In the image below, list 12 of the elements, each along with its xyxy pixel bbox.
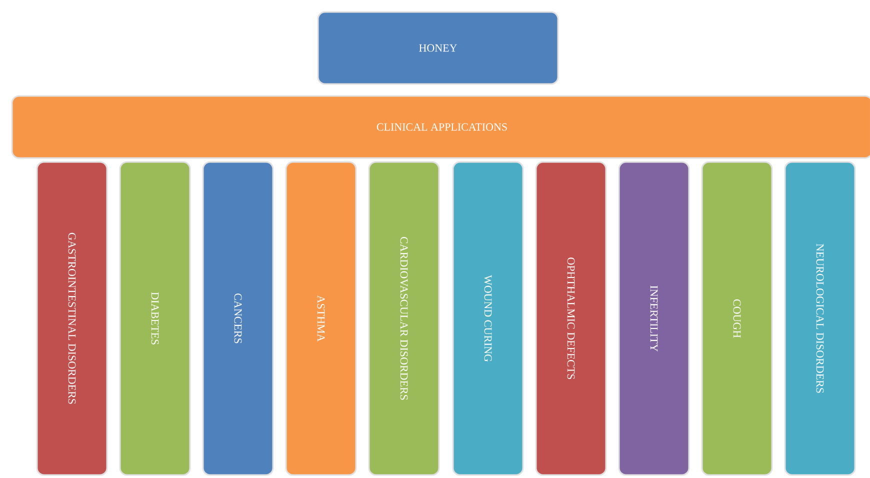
title-box: HONEY xyxy=(317,11,559,85)
category-box: GASTROINTESTINAL DISORDERS xyxy=(36,161,108,476)
banner-box: CLINICAL APPLICATIONS xyxy=(11,95,870,159)
category-box: NEUROLOGICAL DISORDERS xyxy=(784,161,856,476)
category-box: DIABETES xyxy=(119,161,191,476)
category-box: ASTHMA xyxy=(285,161,357,476)
category-box: WOUND CURING xyxy=(452,161,524,476)
category-box: COUGH xyxy=(701,161,773,476)
category-box: OPHTHALMIC DEFECTS xyxy=(535,161,607,476)
category-box: CARDIOVASCULAR DISORDERS xyxy=(368,161,440,476)
category-box: CANCERS xyxy=(202,161,274,476)
category-box: INFERTILITY xyxy=(618,161,690,476)
